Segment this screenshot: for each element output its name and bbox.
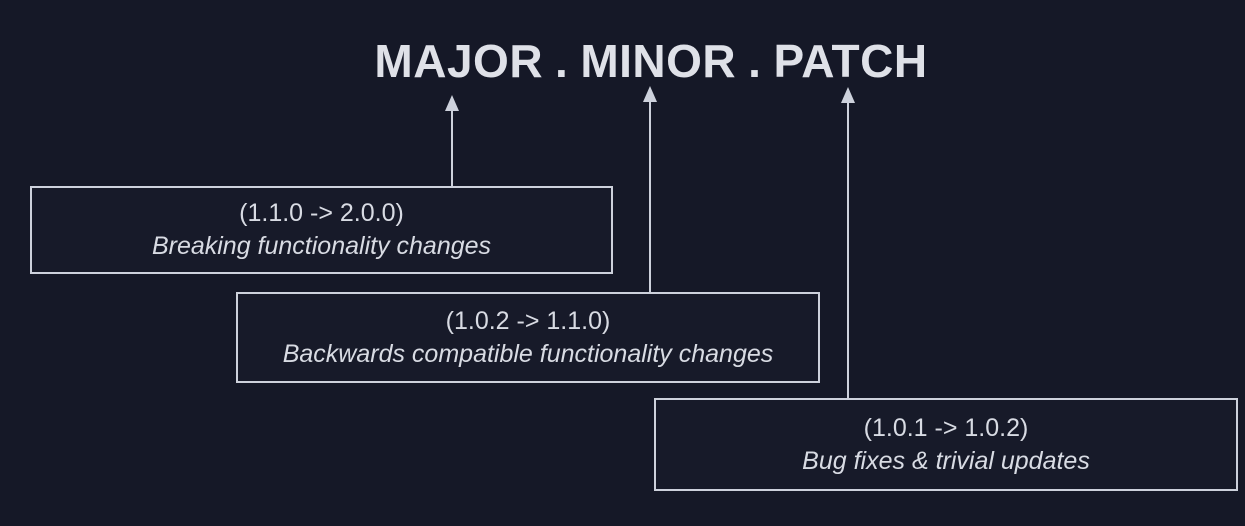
minor-version-change: (1.0.2 -> 1.1.0) <box>445 306 611 335</box>
patch-version-change: (1.0.1 -> 1.0.2) <box>863 413 1029 442</box>
arrow-line-minor <box>649 101 651 293</box>
page-title: MAJOR.MINOR.PATCH <box>374 34 927 88</box>
patch-version-description: Bug fixes & trivial updates <box>802 446 1090 475</box>
title-word-major: MAJOR <box>374 35 544 87</box>
minor-version-box: (1.0.2 -> 1.1.0) Backwards compatible fu… <box>236 292 820 383</box>
arrow-line-patch <box>847 102 849 399</box>
minor-version-description: Backwards compatible functionality chang… <box>282 339 774 368</box>
major-version-change: (1.1.0 -> 2.0.0) <box>239 199 404 227</box>
title-word-patch: PATCH <box>773 35 928 87</box>
arrow-up-icon-patch <box>841 87 855 103</box>
arrow-up-icon-minor <box>643 86 657 102</box>
title-word-minor: MINOR <box>580 35 737 87</box>
patch-version-box: (1.0.1 -> 1.0.2) Bug fixes & trivial upd… <box>654 398 1238 491</box>
arrow-up-icon-major <box>445 95 459 111</box>
major-version-description: Breaking functionality changes <box>151 232 492 260</box>
major-version-box: (1.1.0 -> 2.0.0) Breaking functionality … <box>30 186 613 274</box>
title-separator: . <box>748 35 762 87</box>
title-separator: . <box>555 35 569 87</box>
arrow-line-major <box>451 110 453 187</box>
